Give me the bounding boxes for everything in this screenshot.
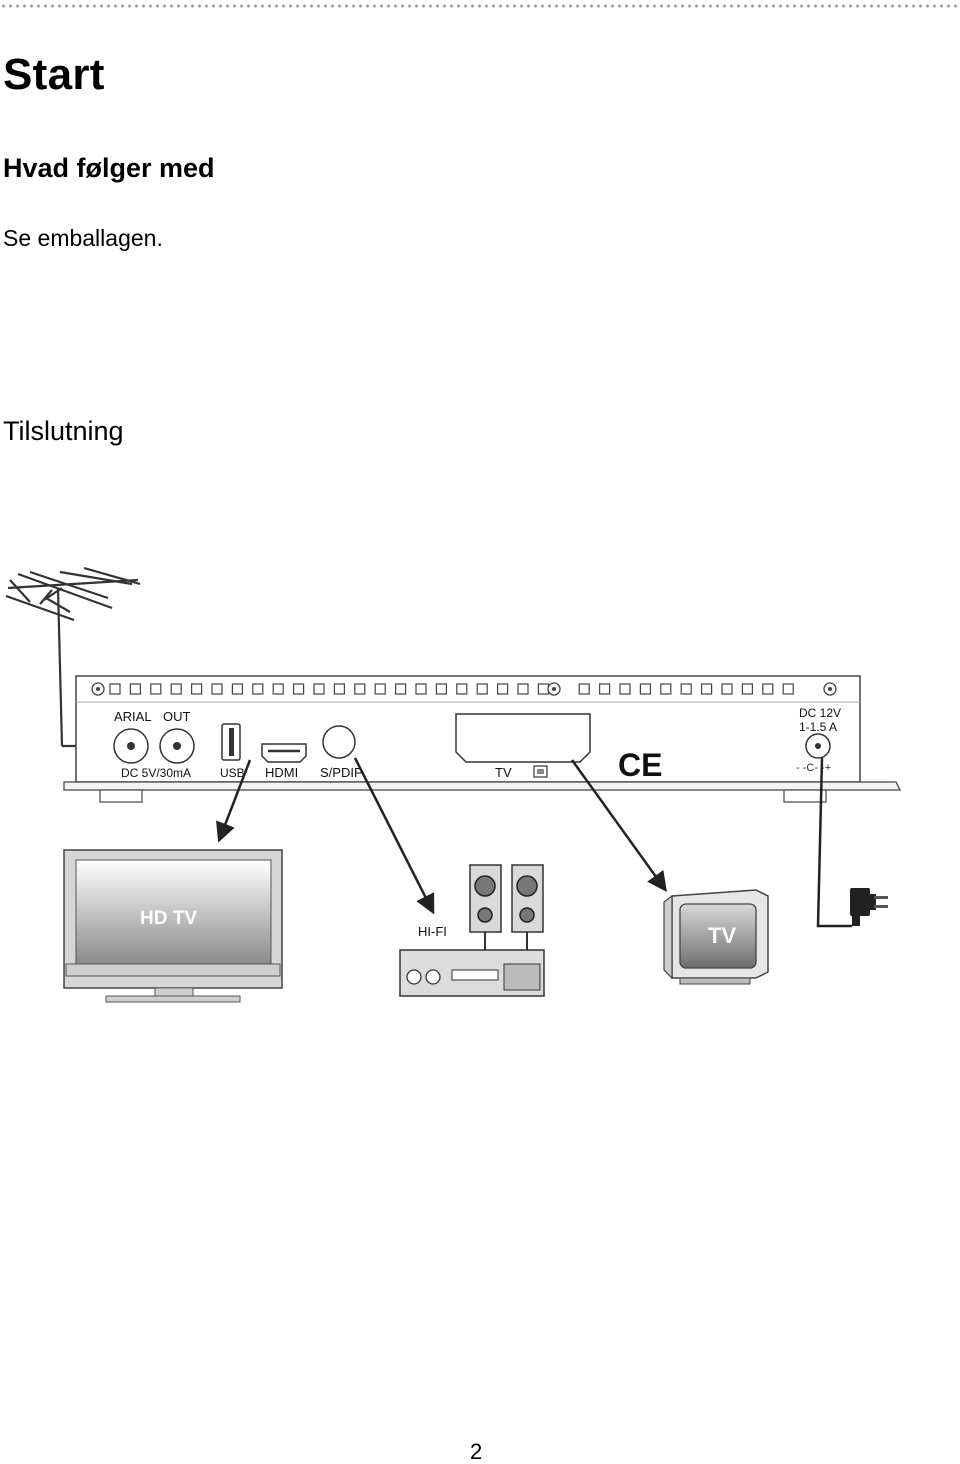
vent-slot: [598, 683, 611, 695]
dc-power-label-line2: 1-1.5 A: [799, 720, 837, 734]
page-title: Start: [3, 50, 105, 99]
power-cable: [816, 757, 852, 928]
spdif-cable-arrow: [353, 757, 435, 915]
hifi-system-icon: [399, 864, 545, 997]
vent-slot: [578, 683, 590, 695]
crt-tv-label: TV: [708, 923, 736, 948]
vent-slot: [517, 683, 529, 695]
vent-slot: [415, 683, 427, 695]
vent-slot: [537, 683, 550, 695]
vent-slot: [211, 683, 223, 695]
vent-slot: [680, 683, 692, 695]
section-what-included-heading: Hvad følger med: [3, 153, 215, 183]
power-adapter-icon: [850, 888, 888, 926]
vent-slot: [252, 683, 264, 695]
vent-slot: [395, 683, 407, 695]
ce-mark: CE: [618, 747, 662, 783]
section-connection-heading: Tilslutning: [3, 416, 124, 446]
vent-slot: [191, 683, 203, 695]
hdmi-port-label: HDMI: [265, 765, 298, 780]
dc-power-label-line1: DC 12V: [799, 706, 841, 720]
vent-slot: [354, 683, 366, 695]
scart-cable-arrow: [570, 759, 667, 893]
out-port-label: OUT: [163, 709, 191, 724]
antenna-icon: [5, 566, 141, 748]
vent-slot: [293, 683, 305, 695]
vent-slot: [782, 683, 794, 695]
scart-port-label: TV: [495, 765, 512, 780]
spdif-port-label: S/PDIF: [320, 765, 362, 780]
usb-port-label: USB: [220, 766, 245, 780]
connection-diagram: ARIAL OUT DC 5V/30mA USB HDMI S/PDIF TV …: [0, 560, 960, 1020]
page-number: 2: [470, 1439, 483, 1464]
section-what-included-text: Se emballagen.: [3, 225, 163, 251]
vent-slot: [456, 683, 468, 695]
dc-small-label: DC 5V/30mA: [121, 766, 191, 780]
vent-slot: [497, 683, 509, 695]
vent-slot: [272, 683, 284, 695]
scart-port: [455, 713, 591, 763]
vent-slot: [660, 683, 672, 695]
hdtv-label: HD TV: [140, 908, 197, 929]
hdtv-icon: [63, 849, 283, 1003]
hdmi-port: [261, 743, 307, 763]
vent-slot: [435, 683, 447, 695]
vent-slot: [476, 683, 488, 695]
vent-slot: [170, 683, 182, 695]
vent-slot: [150, 683, 162, 695]
vent-slot: [374, 683, 386, 695]
vent-slot: [700, 683, 713, 695]
vent-slot: [639, 683, 652, 695]
vent-slot: [129, 683, 141, 695]
vent-slot: [721, 683, 733, 695]
arial-port-label: ARIAL: [114, 709, 152, 724]
polarity-symbol: - -C- -+: [796, 762, 831, 774]
vent-slot: [333, 683, 345, 695]
vent-slot: [109, 683, 121, 695]
spdif-port: [322, 725, 356, 759]
vent-slot: [762, 683, 774, 695]
vent-slot: [313, 683, 325, 695]
crt-tv-icon: [663, 889, 769, 985]
vent-slot: [741, 683, 754, 695]
hdmi-cable-arrow: [216, 759, 252, 843]
vent-slot: [619, 683, 631, 695]
dotted-header-rule: [0, 4, 960, 8]
hifi-label: HI-FI: [418, 924, 447, 939]
vent-slot: [231, 683, 243, 695]
